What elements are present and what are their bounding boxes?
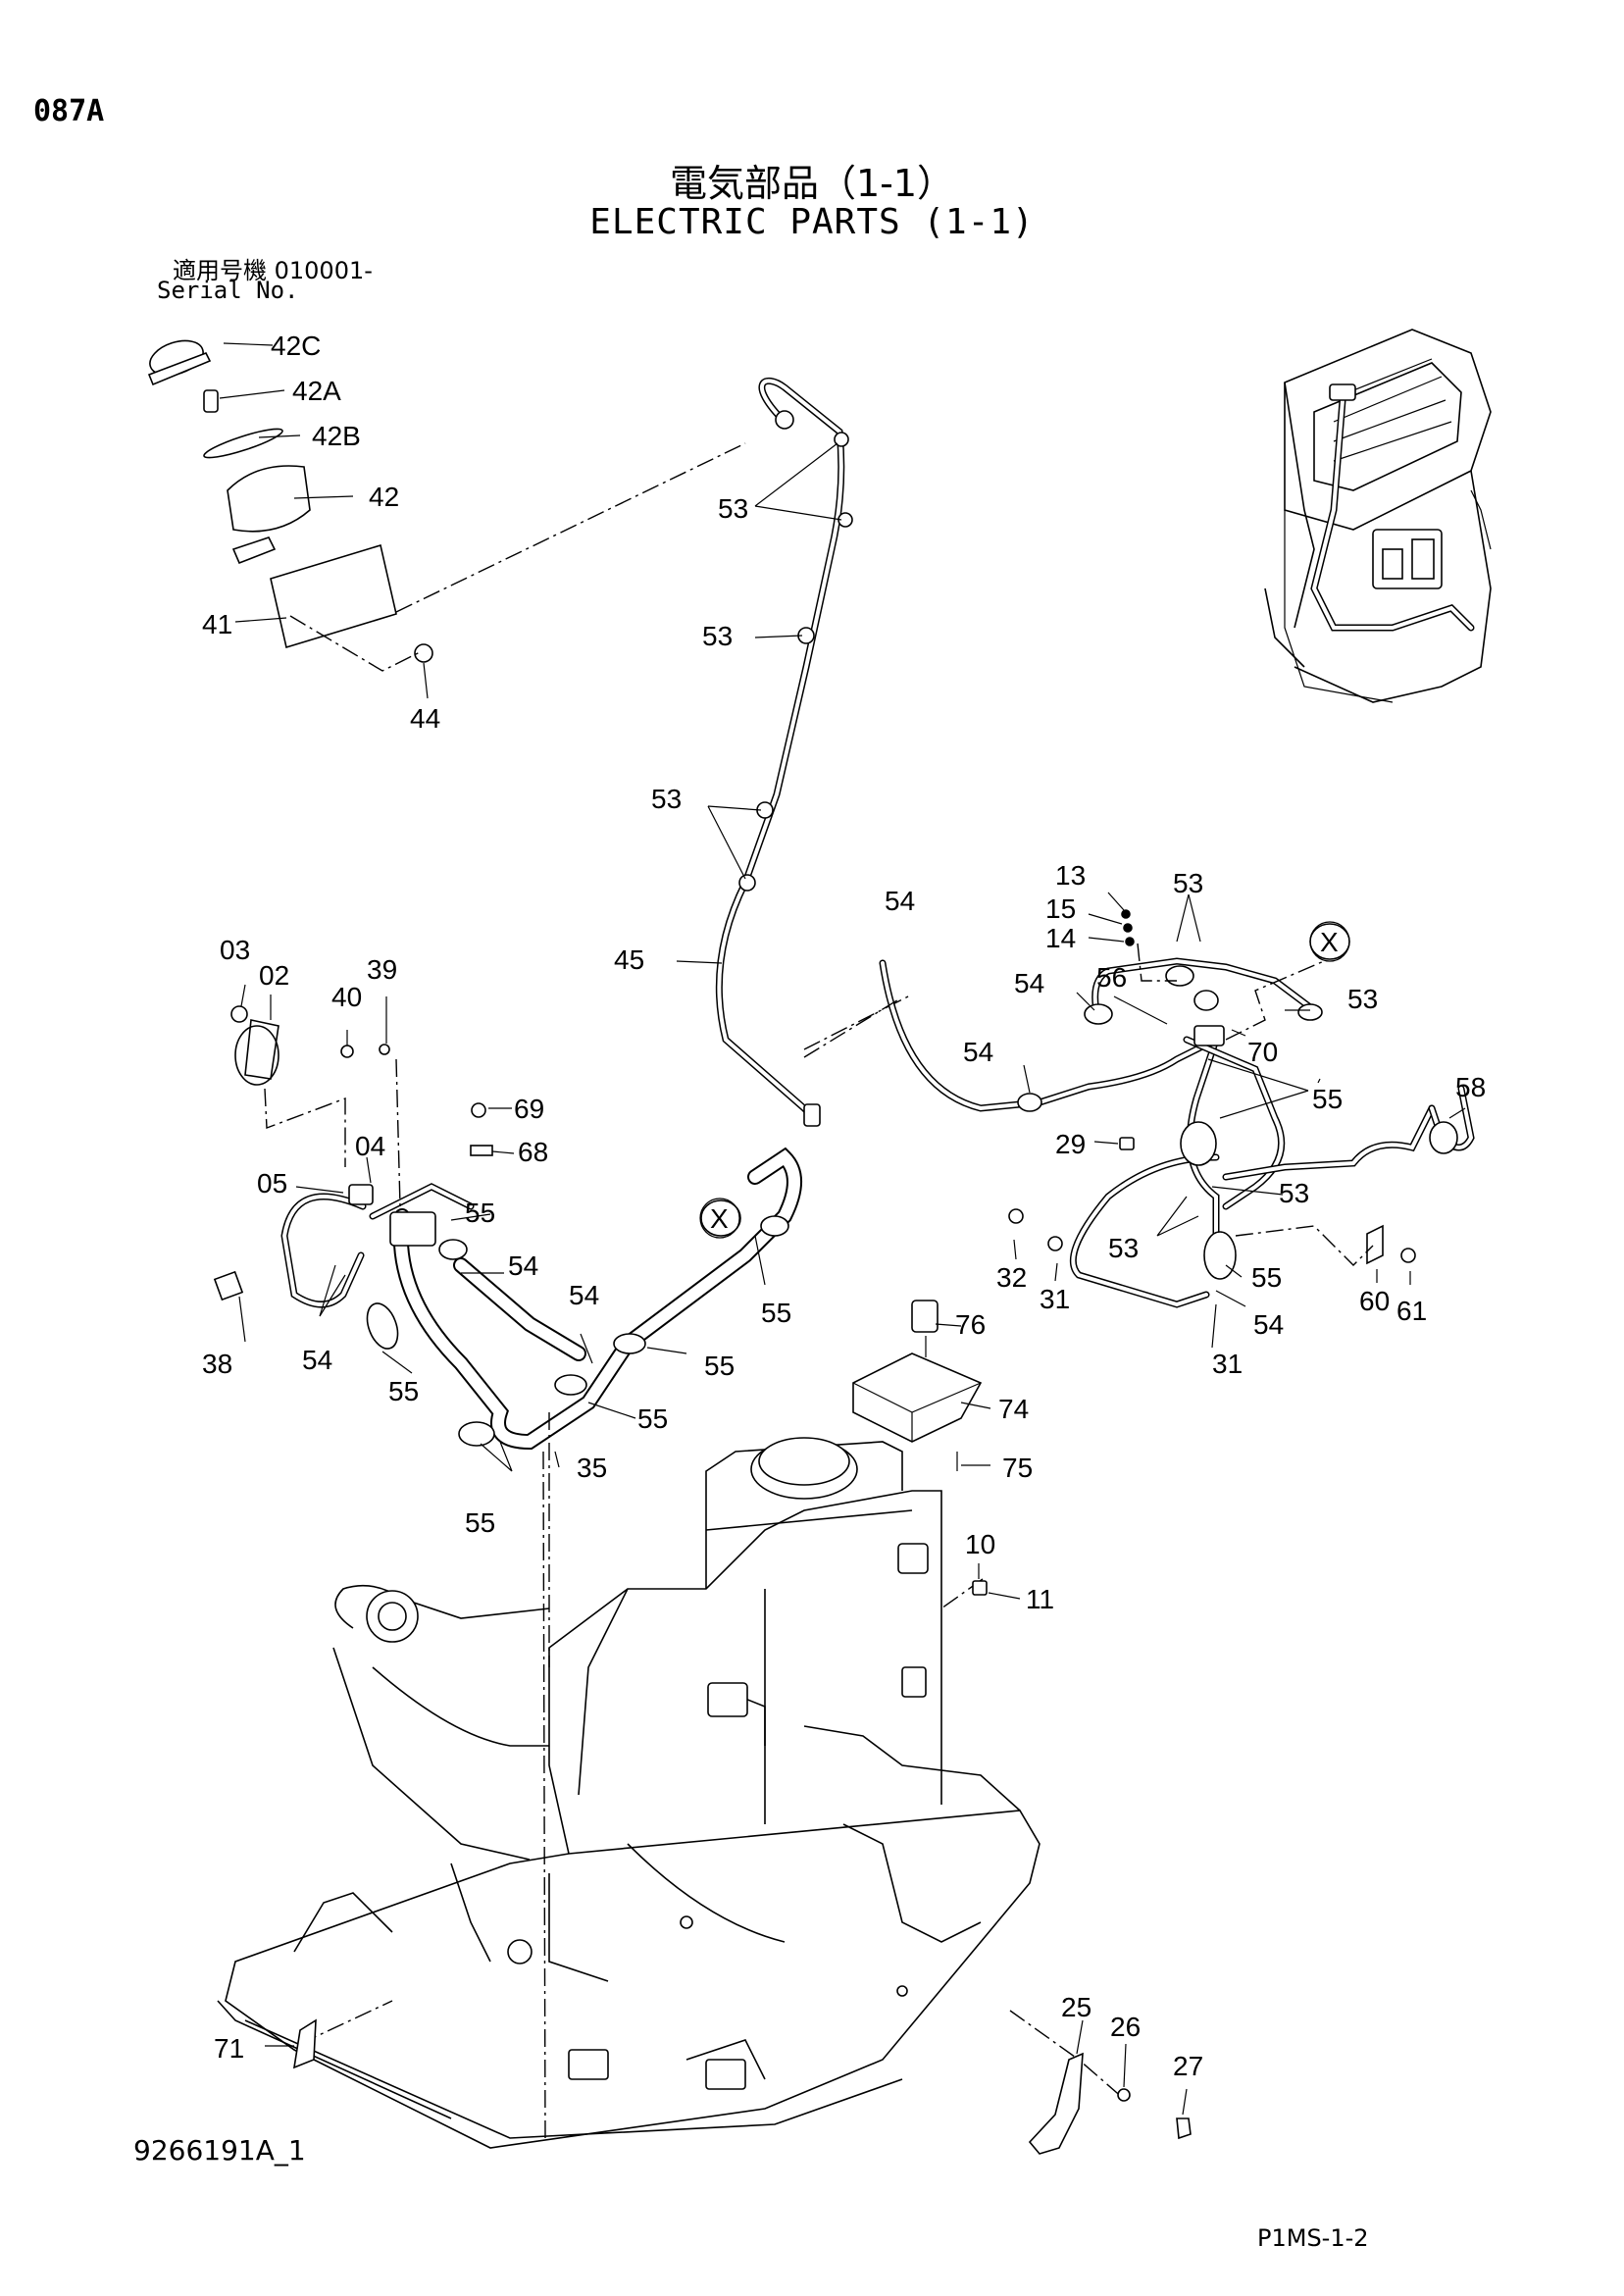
machine-frame [217,1437,1125,2149]
callout-54-b: 54 [1014,968,1044,998]
callout-31-a: 31 [1040,1284,1070,1314]
serial-applicable-japanese: 適用号機 010001- [173,257,373,284]
callout-71: 71 [214,2033,244,2064]
callout-70: 70 [1247,1037,1278,1067]
callout-58: 58 [1455,1072,1486,1102]
callout-61: 61 [1396,1296,1427,1326]
callout-13: 13 [1055,860,1086,891]
callout-31-b: 31 [1212,1349,1243,1379]
callout-39: 39 [367,954,397,985]
callout-54-c: 54 [963,1037,993,1067]
callout-45: 45 [614,944,644,975]
callout-60: 60 [1359,1286,1390,1316]
callout-11: 11 [1026,1584,1054,1614]
callout-53-g: 53 [1108,1233,1139,1263]
serial-number-label: Serial No. [157,277,299,304]
page-reference: P1MS-1-2 [1257,2224,1369,2252]
page-id: 087A [33,94,105,128]
callout-04: 04 [355,1131,385,1161]
callout-15: 15 [1045,893,1076,924]
callout-53-d: 53 [1173,868,1203,898]
callout-54-e: 54 [1253,1309,1284,1340]
callout-44: 44 [410,703,440,734]
callout-03: 03 [220,935,250,965]
overview-inset [1264,329,1492,703]
callout-35: 35 [577,1453,607,1483]
callout-53-e: 53 [1347,984,1378,1014]
callout-76: 76 [955,1309,986,1340]
callout-53-b: 53 [702,621,733,651]
callout-53-a: 53 [718,493,748,524]
left-harness-assembly [213,984,802,2139]
callout-53-c: 53 [651,784,682,814]
work-light-assembly [147,339,746,699]
callout-x-left: X [710,1203,729,1234]
callout-75: 75 [1002,1453,1033,1483]
callout-42c: 42C [271,331,321,361]
callout-42: 42 [369,482,399,512]
callout-53-f: 53 [1279,1178,1309,1208]
callout-42a: 42A [292,376,341,406]
callout-55-f: 55 [704,1351,735,1381]
callout-55-c: 55 [761,1298,791,1328]
callout-54-g: 54 [569,1280,599,1310]
callout-42b: 42B [312,421,361,451]
callout-55-b: 55 [465,1198,495,1228]
callout-56: 56 [1096,962,1127,993]
x-marker-circle-left [699,1198,740,1239]
callout-54-a: 54 [885,886,915,916]
callout-25: 25 [1061,1992,1091,2022]
callout-55-a: 55 [1312,1084,1343,1114]
callout-29: 29 [1055,1129,1086,1159]
callout-26: 26 [1110,2012,1141,2042]
callout-02: 02 [259,960,289,991]
callout-74: 74 [998,1394,1029,1424]
callout-14: 14 [1045,923,1076,953]
callout-05: 05 [257,1168,287,1199]
fuse-box [852,1300,991,1471]
callout-55-h: 55 [465,1507,495,1538]
title-english: ELECTRIC PARTS (1-1) [589,202,1035,242]
title-japanese: 電気部品（1-1） [669,162,955,205]
callout-68: 68 [518,1137,548,1167]
small-parts [292,1563,1192,2155]
callout-55-d: 55 [1251,1262,1282,1293]
callout-55-e: 55 [388,1376,419,1406]
callout-54-d: 54 [508,1250,538,1281]
x-marker-circle-right [1309,921,1350,962]
drawing-number: 9266191A_1 [133,2134,306,2167]
callout-10: 10 [965,1529,995,1559]
callout-x-right: X [1320,927,1339,957]
callout-labels: 42C 42A 42B 42 41 44 53 53 53 45 54 13 1… [202,331,1486,2081]
harness-45 [676,377,913,1127]
callout-69: 69 [514,1094,544,1124]
callout-38: 38 [202,1349,232,1379]
callout-55-g: 55 [637,1403,668,1434]
callout-40: 40 [331,982,362,1012]
right-harness-assembly [803,892,1475,1349]
callout-41: 41 [202,609,232,639]
callout-54-f: 54 [302,1345,332,1375]
callout-32: 32 [996,1262,1027,1293]
callout-27: 27 [1173,2051,1203,2081]
